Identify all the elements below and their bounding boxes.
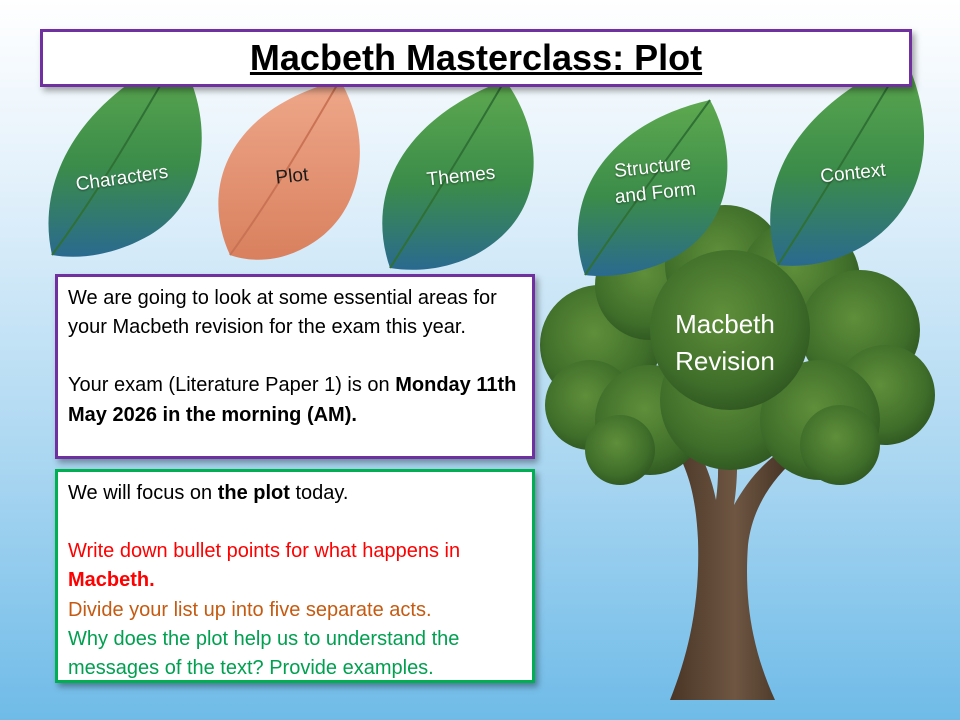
task-bullet-3: Why does the plot help us to understand … [68,627,460,679]
tree-label-line1: Macbeth [675,309,775,339]
tree-label-line2: Revision [675,345,775,376]
task-bullet-2: Divide your list up into five separate a… [68,598,432,621]
tree-label: Macbeth Revision [640,306,810,380]
focus-bold: the plot [217,482,290,504]
page-title: Macbeth Masterclass: Plot [249,37,703,78]
leaf-plot-shape [218,79,360,260]
exam-date-text: Your exam (Literature Paper 1) is on Mon… [68,374,517,426]
task-bullet-1: Write down bullet points for what happen… [68,540,461,592]
tree-trunk [670,420,800,700]
task-bullet-1-bold: Macbeth. [68,569,155,592]
leaf-themes-shape [382,79,534,270]
title-box: Macbeth Masterclass: Plot [40,29,912,87]
task-box: We will focus on the plot today. Write d… [55,469,535,683]
intro-box: We are going to look at some essential a… [55,274,535,459]
exam-date-bold: Monday 11th May 2026 in the morning (AM)… [68,374,517,426]
focus-text: We will focus on the plot today. [68,482,349,504]
intro-text: We are going to look at some essential a… [68,287,497,339]
leaf-structure-shape [577,99,728,277]
